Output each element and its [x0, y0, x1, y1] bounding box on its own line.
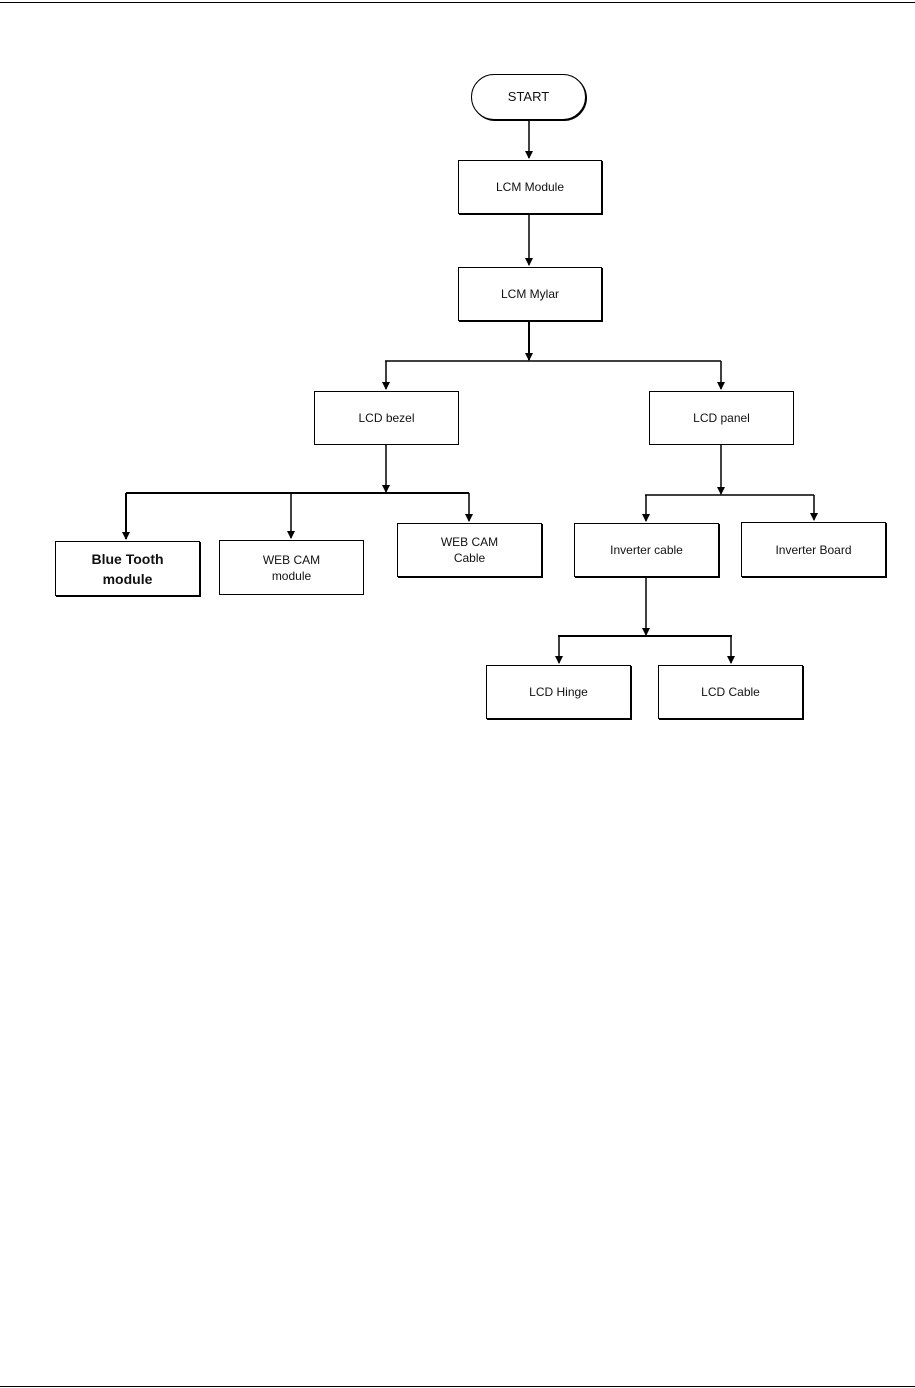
node-web-cam-module: WEB CAM module	[219, 540, 364, 595]
node-lcd-panel: LCD panel	[649, 391, 794, 445]
node-lcm-module: LCM Module	[458, 160, 602, 214]
node-inverter-cable: Inverter cable	[574, 523, 719, 577]
connector-lcm-mylar-split	[385, 320, 721, 389]
connector-inverter-cable-split	[558, 576, 732, 663]
connector-lcd-panel-split	[645, 444, 814, 521]
node-lcm-mylar: LCM Mylar	[458, 267, 602, 321]
node-inverter-board: Inverter Board	[741, 522, 886, 577]
node-web-cam-cable: WEB CAM Cable	[397, 523, 542, 577]
node-lcd-hinge: LCD Hinge	[486, 665, 631, 719]
bottom-rule	[0, 1386, 915, 1387]
node-blue-tooth-module: Blue Tooth module	[55, 541, 200, 596]
node-lcd-bezel: LCD bezel	[314, 391, 459, 445]
node-start: START	[471, 74, 586, 120]
node-lcd-cable: LCD Cable	[658, 665, 803, 719]
